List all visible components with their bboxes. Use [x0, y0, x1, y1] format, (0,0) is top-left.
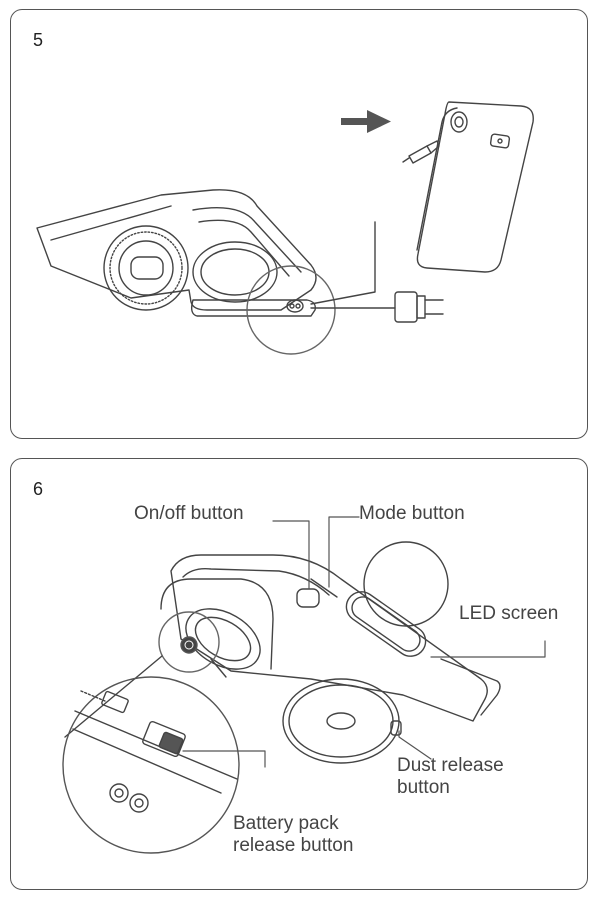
step-number: 6 [33, 479, 44, 499]
vacuum-body [36, 189, 317, 317]
battery-port-icon [180, 636, 198, 654]
step-6-panel: 6 [10, 458, 588, 890]
step-5-panel: 5 [10, 9, 588, 439]
charging-illustration [36, 101, 534, 355]
battery-pack [416, 101, 534, 273]
label-on-off-button: On/off button [134, 503, 244, 524]
charger-adapter [310, 221, 444, 323]
dc-plug [402, 140, 440, 164]
vacuum-body [160, 541, 501, 764]
label-battery-pack-release-button: Battery pack release button [233, 813, 354, 856]
detail-magnifier-circle [246, 265, 336, 355]
detail-marker-circle [158, 611, 220, 673]
step-number: 5 [33, 30, 44, 50]
label-led-screen: LED screen [459, 603, 559, 624]
arrow-right-icon [341, 110, 391, 133]
label-mode-button: Mode button [359, 503, 465, 524]
battery-detail-magnifier [62, 655, 240, 854]
callout-lines [182, 516, 546, 768]
label-dust-release-button: Dust release button [397, 755, 504, 798]
controls-illustration [62, 516, 546, 854]
